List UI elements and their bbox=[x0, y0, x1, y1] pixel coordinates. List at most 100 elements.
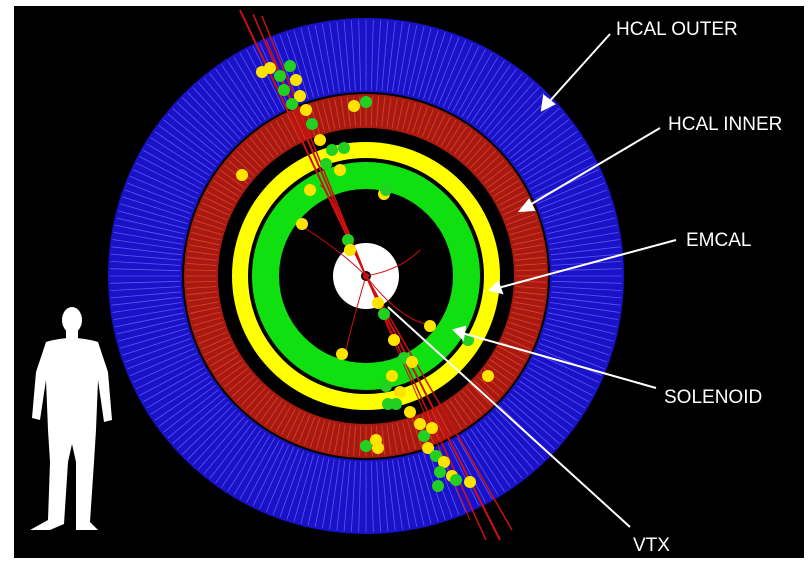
hit-yellow bbox=[482, 370, 494, 382]
segment-line bbox=[216, 175, 242, 193]
segment-line bbox=[550, 246, 621, 256]
hit-green bbox=[434, 466, 446, 478]
segment-line bbox=[209, 73, 253, 129]
segment-line bbox=[112, 239, 182, 250]
hit-yellow bbox=[336, 348, 348, 360]
segment-line bbox=[550, 239, 620, 250]
segment-line bbox=[213, 180, 240, 197]
emcal-arrowhead bbox=[488, 280, 504, 295]
segment-line bbox=[396, 99, 404, 130]
segment-line bbox=[401, 421, 410, 451]
segment-line bbox=[124, 189, 191, 214]
label-solenoid: SOLENOID bbox=[664, 387, 762, 408]
segment-line bbox=[436, 116, 451, 144]
segment-line bbox=[245, 141, 266, 165]
segment-line bbox=[110, 260, 181, 266]
segment-line bbox=[513, 244, 544, 251]
track-curve bbox=[365, 249, 421, 277]
segment-line bbox=[249, 137, 270, 162]
segment-line bbox=[252, 442, 285, 506]
segment-line bbox=[511, 311, 541, 320]
segment-line bbox=[498, 191, 526, 206]
segment-line bbox=[246, 440, 280, 503]
segment-line bbox=[483, 164, 509, 184]
track-line bbox=[239, 9, 367, 277]
segment-line bbox=[512, 238, 543, 246]
segment-line bbox=[487, 363, 512, 383]
segment-line bbox=[309, 418, 321, 448]
segment-line bbox=[110, 280, 181, 284]
hcal-inner-pointer bbox=[527, 127, 661, 207]
segment-line bbox=[386, 21, 396, 92]
segment-line bbox=[270, 123, 287, 150]
track-curve bbox=[365, 275, 431, 326]
segment-line bbox=[182, 405, 233, 455]
segment-line bbox=[122, 196, 190, 219]
segment-line bbox=[281, 116, 296, 144]
segment-line bbox=[340, 97, 346, 128]
segment-line bbox=[506, 108, 560, 155]
segment-line bbox=[516, 125, 574, 167]
segment-line bbox=[209, 350, 237, 367]
segment-line bbox=[142, 367, 205, 403]
segment-line bbox=[136, 357, 200, 390]
segment-line bbox=[510, 226, 540, 236]
segment-line bbox=[461, 56, 499, 117]
segment-line bbox=[392, 22, 403, 92]
segment-line bbox=[110, 291, 181, 299]
hit-yellow bbox=[348, 100, 360, 112]
segment-line bbox=[203, 419, 249, 475]
hit-green bbox=[418, 430, 430, 442]
segment-line bbox=[514, 250, 545, 256]
segment-line bbox=[461, 435, 499, 496]
segment-line bbox=[542, 196, 610, 219]
segment-line bbox=[491, 412, 540, 465]
segment-line bbox=[359, 96, 362, 127]
segment-line bbox=[457, 52, 493, 115]
segment-line bbox=[252, 46, 285, 110]
segment-line bbox=[449, 126, 467, 152]
segment-line bbox=[479, 73, 523, 129]
segment-line bbox=[539, 182, 605, 209]
segment-line bbox=[209, 423, 253, 479]
hit-yellow bbox=[372, 297, 384, 309]
segment-line bbox=[286, 114, 301, 142]
segment-line bbox=[428, 34, 453, 101]
segment-line bbox=[462, 390, 483, 415]
segment-line bbox=[466, 387, 487, 411]
segment-line bbox=[470, 64, 511, 123]
segment-line bbox=[532, 357, 596, 390]
segment-line bbox=[206, 191, 234, 206]
segment-line bbox=[495, 409, 545, 460]
segment-line bbox=[328, 99, 336, 130]
segment-line bbox=[307, 457, 325, 526]
segment-line bbox=[541, 338, 608, 363]
segment-line bbox=[418, 454, 439, 522]
segment-line bbox=[402, 25, 418, 94]
segment-line bbox=[187, 250, 218, 256]
segment-line bbox=[321, 459, 335, 529]
segment-line bbox=[490, 175, 516, 193]
segment-line bbox=[515, 256, 546, 261]
segment-line bbox=[334, 423, 341, 454]
segment-line bbox=[150, 137, 210, 176]
segment-line bbox=[469, 146, 492, 169]
segment-line bbox=[418, 30, 439, 98]
segment-line bbox=[487, 82, 534, 136]
segment-line bbox=[407, 457, 425, 526]
segment-line bbox=[209, 185, 237, 202]
hit-green bbox=[326, 144, 338, 156]
segment-line bbox=[442, 42, 473, 107]
segment-line bbox=[504, 331, 534, 344]
segment-line bbox=[270, 402, 287, 429]
hit-yellow bbox=[304, 184, 316, 196]
segment-line bbox=[177, 401, 230, 450]
segment-line bbox=[192, 87, 241, 140]
segment-line bbox=[490, 359, 516, 377]
segment-line bbox=[487, 169, 512, 189]
segment-line bbox=[314, 25, 330, 94]
hit-yellow bbox=[334, 164, 346, 176]
segment-line bbox=[216, 359, 242, 377]
segment-line bbox=[370, 461, 374, 532]
vtx-pointer bbox=[387, 306, 631, 528]
